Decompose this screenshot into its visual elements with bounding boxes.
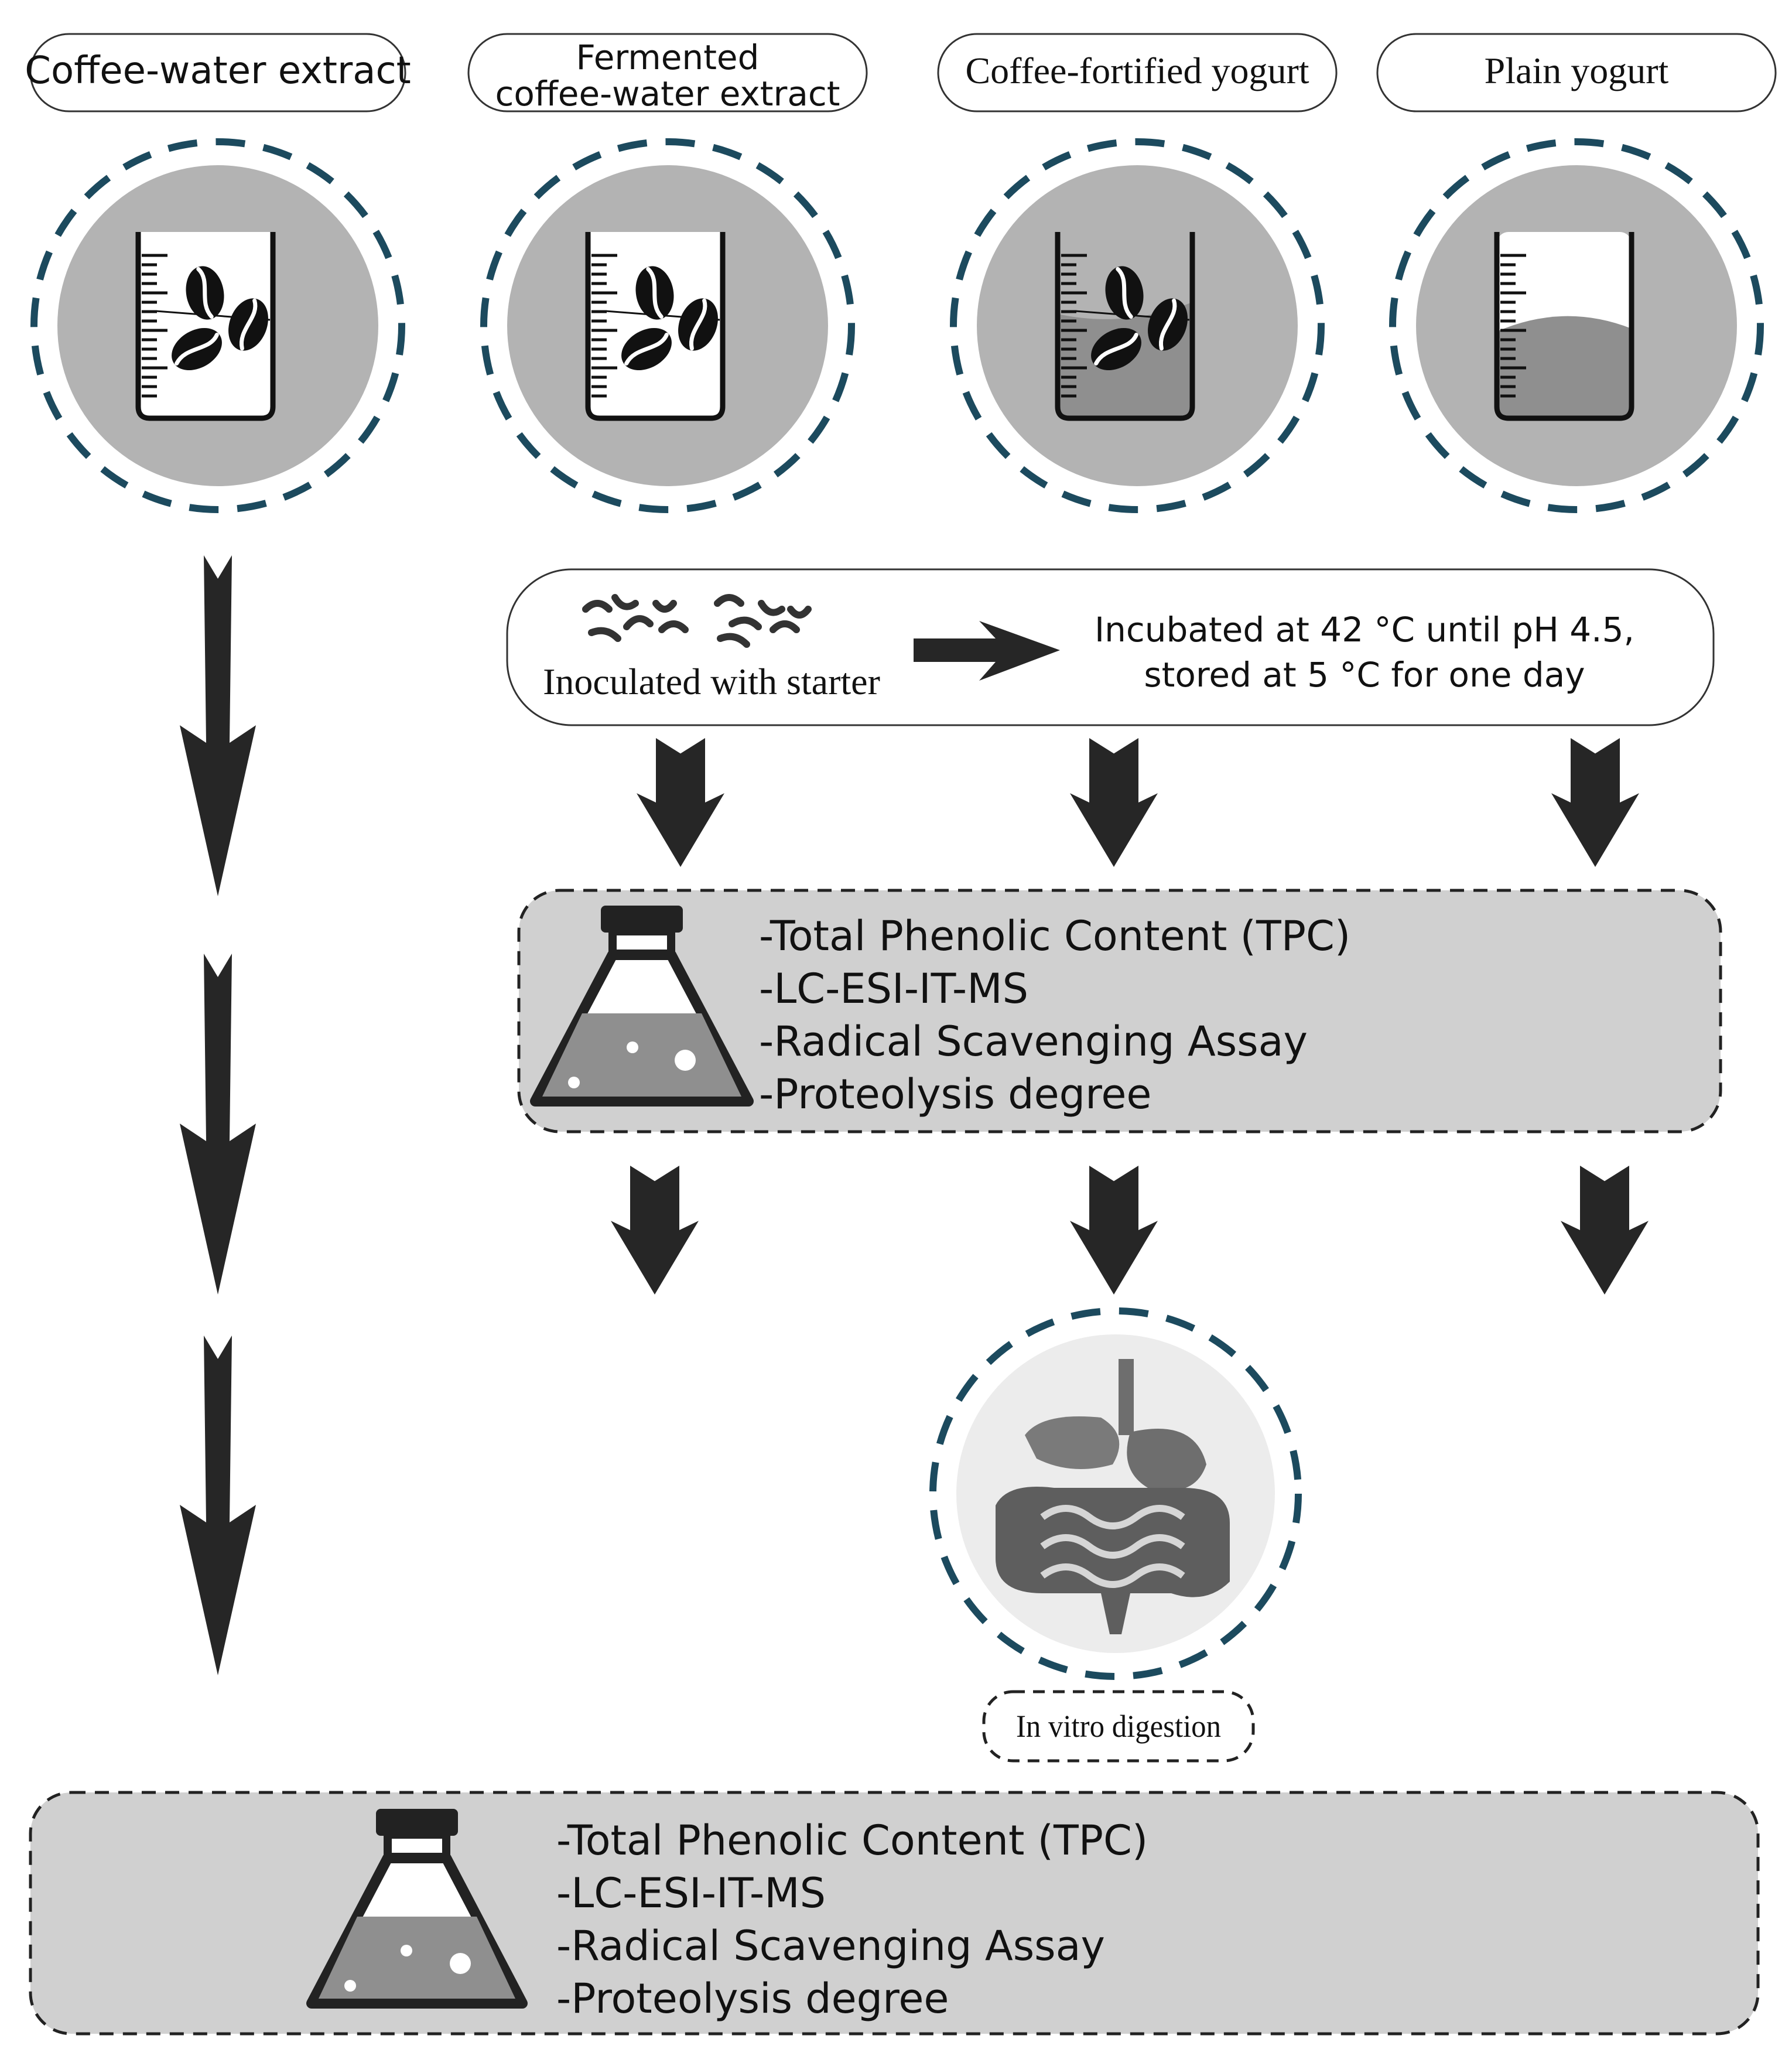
- sample-circle-4: [1389, 138, 1764, 513]
- down-arrow-lower-1: [611, 1166, 699, 1295]
- process-box: Inoculated with starter Incubated at 42 …: [506, 568, 1715, 726]
- digestion-label: In vitro digestion: [1016, 1709, 1221, 1744]
- sample-circle-3: [950, 138, 1325, 513]
- analysis-item-4: -Proteolysis degree: [759, 1070, 1151, 1118]
- analysis-item-2: -LC-ESI-IT-MS: [759, 965, 1028, 1013]
- sample-headers: Coffee-water extract Fermentedcoffee-wate…: [25, 33, 1777, 114]
- digestive-system-icon: [996, 1359, 1230, 1634]
- down-arrow-upper-3: [1551, 738, 1639, 867]
- sample-header-3: Coffee-fortified yogurt: [937, 33, 1338, 112]
- sample-circles: [30, 138, 1764, 513]
- sample-header-1: Coffee-water extract: [25, 33, 411, 112]
- down-arrow-left-2: [180, 954, 256, 1295]
- incubation-label-line-2: stored at 5 °C for one day: [1144, 655, 1585, 695]
- beaker-icon: [135, 232, 276, 421]
- process-arrow-icon: [914, 621, 1060, 681]
- analysis-panel-bottom: -Total Phenolic Content (TPC) -LC-ESI-IT…: [29, 1791, 1760, 2036]
- sample-header-4: Plain yogurt: [1376, 33, 1777, 112]
- sample-circle-1: [30, 138, 405, 513]
- sample-header-label: Coffee-water extract: [25, 49, 411, 93]
- flask-icon: [530, 906, 754, 1107]
- incubation-label-line-1: Incubated at 42 °C until pH 4.5,: [1095, 610, 1634, 650]
- down-arrow-lower-2: [1070, 1166, 1158, 1295]
- analysis-item-1: -Total Phenolic Content (TPC): [556, 1816, 1148, 1864]
- sample-circle-2: [480, 138, 855, 513]
- analysis-panel-middle: -Total Phenolic Content (TPC) -LC-ESI-IT…: [517, 889, 1722, 1133]
- inoculation-label: Inoculated with starter: [543, 661, 880, 702]
- analysis-item-4: -Proteolysis degree: [556, 1975, 949, 2023]
- down-arrow-upper-2: [1070, 738, 1158, 867]
- flask-icon: [306, 1809, 528, 2009]
- sample-header-label: Coffee-fortified yogurt: [965, 50, 1309, 91]
- digestion-circle: [929, 1307, 1302, 1680]
- analysis-item-3: -Radical Scavenging Assay: [556, 1922, 1105, 1970]
- analysis-item-2: -LC-ESI-IT-MS: [556, 1869, 826, 1917]
- down-arrow-upper-1: [637, 738, 724, 867]
- sample-header-label: Fermented: [576, 37, 760, 77]
- down-arrow-lower-3: [1561, 1166, 1649, 1295]
- flow-arrows: [180, 555, 1649, 1675]
- sample-header-label: Plain yogurt: [1485, 50, 1669, 91]
- beaker-icon: [1494, 232, 1634, 421]
- down-arrow-left-3: [180, 1336, 256, 1675]
- down-arrow-left-1: [180, 555, 256, 896]
- analysis-item-1: -Total Phenolic Content (TPC): [759, 912, 1350, 960]
- bacteria-icon: [582, 594, 812, 648]
- sample-header-label: coffee-water extract: [495, 74, 840, 114]
- analysis-item-3: -Radical Scavenging Assay: [759, 1017, 1308, 1066]
- digestion-label-box: In vitro digestion: [982, 1690, 1255, 1763]
